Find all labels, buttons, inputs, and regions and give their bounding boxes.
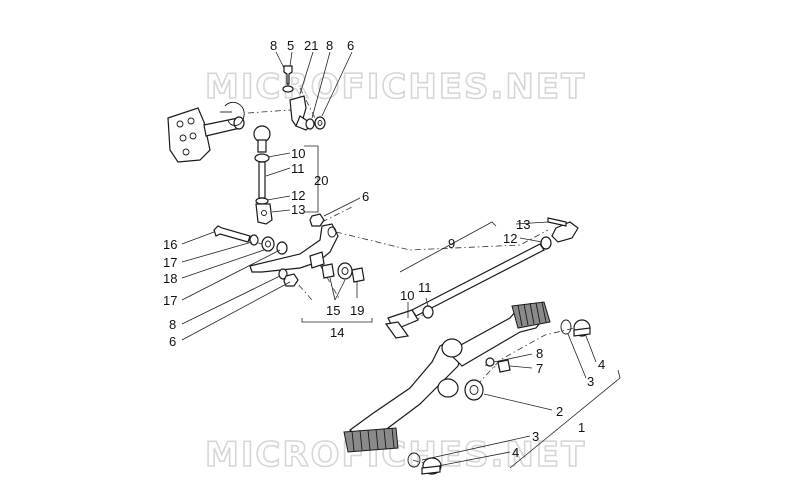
group-brackets: [301, 145, 621, 469]
linkage-rod-assembly: [384, 217, 579, 339]
callout-12: 12: [291, 188, 305, 203]
callout-17: 17: [163, 293, 177, 308]
top-fasteners: [282, 65, 326, 131]
callout-4: 4: [598, 357, 605, 372]
callout-20: 20: [314, 173, 328, 188]
callout-9: 9: [448, 236, 455, 251]
callout-12: 12: [503, 231, 517, 246]
callout-15: 15: [326, 303, 340, 318]
leader-lines: [181, 51, 597, 467]
callout-1: 1: [578, 420, 585, 435]
gear-lever: [343, 301, 551, 453]
lever-small-parts: [464, 357, 511, 401]
shift-rod-assembly: [253, 125, 273, 225]
callout-8: 8: [169, 317, 176, 332]
callout-3: 3: [532, 429, 539, 444]
callout-18: 18: [163, 271, 177, 286]
footpeg-bracket: [167, 102, 245, 163]
callout-labels: 8 5 21 8 6 10 11 20 12 13 6 16 17 18 17 …: [163, 38, 605, 460]
callout-16: 16: [163, 237, 177, 252]
callout-6: 6: [362, 189, 369, 204]
callout-21: 21: [304, 38, 318, 53]
callout-11: 11: [291, 161, 305, 176]
nut-6-upper: [309, 213, 325, 227]
callout-3: 3: [587, 374, 594, 389]
callout-14: 14: [330, 325, 344, 340]
callout-11: 11: [418, 280, 432, 295]
pivot-arm-assembly: [213, 223, 339, 287]
callout-13: 13: [291, 202, 305, 217]
callout-10: 10: [291, 146, 305, 161]
callout-19: 19: [350, 303, 364, 318]
callout-10: 10: [400, 288, 414, 303]
callout-6: 6: [169, 334, 176, 349]
callout-8: 8: [270, 38, 277, 53]
pedal-caps: [407, 319, 591, 475]
callout-4: 4: [512, 445, 519, 460]
callout-17: 17: [163, 255, 177, 270]
callout-8: 8: [326, 38, 333, 53]
callout-6: 6: [347, 38, 354, 53]
callout-5: 5: [287, 38, 294, 53]
callout-7: 7: [536, 361, 543, 376]
bushings: [321, 262, 365, 283]
callout-8: 8: [536, 346, 543, 361]
callout-13: 13: [516, 217, 530, 232]
watermark-top: MICROFICHES.NET: [205, 67, 586, 107]
callout-2: 2: [556, 404, 563, 419]
